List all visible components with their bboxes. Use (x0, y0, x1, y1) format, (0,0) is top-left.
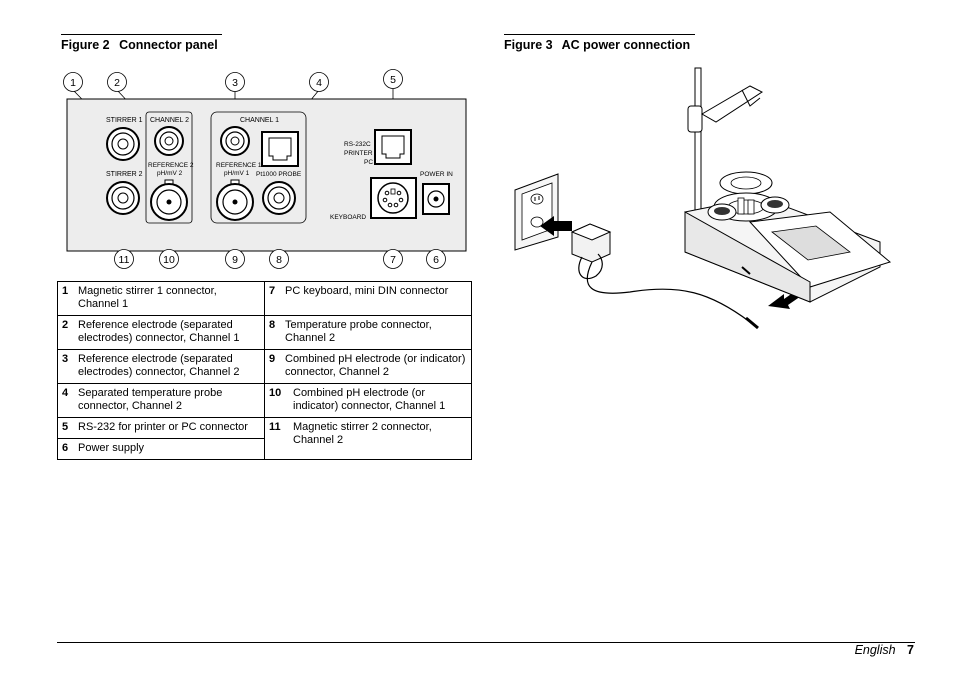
callout-9: 9 (232, 254, 238, 266)
table-row: 6 Power supply (57, 438, 472, 460)
pt1000-probe-connector (262, 181, 296, 215)
callout-8: 8 (276, 254, 282, 266)
legend-text: Magnetic stirrer 2 connector, Channel 2 (293, 421, 432, 446)
label-rs232c: RS-232C (344, 141, 371, 148)
label-printer: PRINTER (344, 150, 373, 157)
label-stirrer-1: STIRRER 1 (106, 117, 143, 124)
table-row: 1 Magnetic stirrer 1 connector, Channel 1… (57, 281, 472, 316)
label-keyboard: KEYBOARD (330, 214, 366, 221)
legend-text: Power supply (78, 442, 145, 454)
legend-number: 10 (269, 387, 282, 399)
meter-instrument (684, 171, 892, 303)
legend-number: 9 (269, 353, 276, 365)
callout-5: 5 (390, 74, 396, 86)
label-pt1000-probe: Pt1000 PROBE (256, 171, 302, 178)
label-channel-1: CHANNEL 1 (240, 117, 279, 124)
table-row: 2 Reference electrode (separated electrod… (57, 315, 472, 350)
figure-3-title: AC power connection (561, 38, 691, 52)
page-footer: English 7 (855, 643, 914, 657)
power-in-connector (422, 183, 450, 215)
callout-2: 2 (114, 77, 120, 89)
footer-language: English (854, 643, 896, 657)
legend-text: Separated temperature probe connector, C… (78, 387, 223, 412)
callout-7: 7 (390, 254, 396, 266)
callout-10: 10 (163, 254, 175, 266)
figure-3-number: Figure 3 (504, 38, 553, 52)
phmv-1-bnc-connector (216, 179, 254, 221)
label-reference-2: REFERENCE 2 (148, 162, 194, 169)
figure-2-title: Connector panel (119, 38, 218, 52)
table-row: 5 RS-232 for printer or PC connector 11 Ma… (57, 417, 472, 460)
callout-3: 3 (232, 77, 238, 89)
legend-text: PC keyboard, mini DIN connector (285, 285, 449, 297)
callout-6: 6 (433, 254, 439, 266)
label-phmv-2: pH/mV 2 (157, 170, 183, 177)
legend-number: 1 (62, 285, 69, 297)
arrow-to-outlet-icon (540, 216, 572, 236)
callout-1: 1 (70, 77, 76, 89)
legend-text: Combined pH electrode (or indicator) con… (293, 387, 446, 412)
legend-number: 6 (62, 442, 69, 454)
table-row: 4 Separated temperature probe connector, … (57, 383, 472, 418)
callout-11: 11 (119, 254, 130, 266)
legend-number: 2 (62, 319, 69, 331)
phmv-2-bnc-connector (150, 179, 188, 221)
legend-text: Magnetic stirrer 1 connector, Channel 1 (78, 285, 217, 310)
figure-2-caption: Figure 2 Connector panel (61, 34, 222, 52)
legend-text: RS-232 for printer or PC connector (78, 421, 248, 433)
stirrer-1-connector (106, 127, 140, 161)
callout-4: 4 (316, 77, 322, 89)
rs232c-connector (374, 129, 412, 165)
legend-number: 7 (269, 285, 276, 297)
label-channel-2: CHANNEL 2 (150, 117, 189, 124)
figure-2-number: Figure 2 (61, 38, 110, 52)
connector-panel-illustration: STIRRER 1 CHANNEL 2 REFERENCE 2 pH/mV 2 … (63, 69, 467, 269)
wall-outlet (514, 173, 559, 251)
label-stirrer-2: STIRRER 2 (106, 171, 143, 178)
stirrer-2-connector (106, 181, 140, 215)
legend-text: Combined pH electrode (or indicator) con… (285, 353, 466, 378)
reference-1-connector (220, 126, 250, 156)
footer-rule (57, 642, 915, 643)
label-reference-1: REFERENCE 1 (216, 162, 262, 169)
figure-3-caption: Figure 3 AC power connection (504, 34, 695, 52)
legend-text: Temperature probe connector, Channel 2 (285, 319, 432, 344)
legend-number: 8 (269, 319, 276, 331)
legend-number: 11 (269, 421, 281, 433)
connector-legend-table: 1 Magnetic stirrer 1 connector, Channel 1… (57, 281, 472, 460)
page-number: 7 (907, 643, 914, 657)
label-pc: PC (364, 159, 373, 166)
legend-text: Reference electrode (separated electrode… (78, 353, 240, 378)
legend-text: Reference electrode (separated electrode… (78, 319, 240, 344)
power-adapter (570, 223, 612, 280)
table-row: 3 Reference electrode (separated electrod… (57, 349, 472, 384)
reference-2-connector (154, 126, 184, 156)
label-phmv-1: pH/mV 1 (224, 170, 250, 177)
legend-number: 4 (62, 387, 69, 399)
keyboard-mini-din-connector (370, 177, 417, 219)
legend-number: 5 (62, 421, 69, 433)
pt1000-modular-jack (261, 131, 299, 167)
legend-number: 3 (62, 353, 69, 365)
label-power-in: POWER IN (420, 171, 453, 178)
ac-power-illustration (514, 67, 892, 330)
